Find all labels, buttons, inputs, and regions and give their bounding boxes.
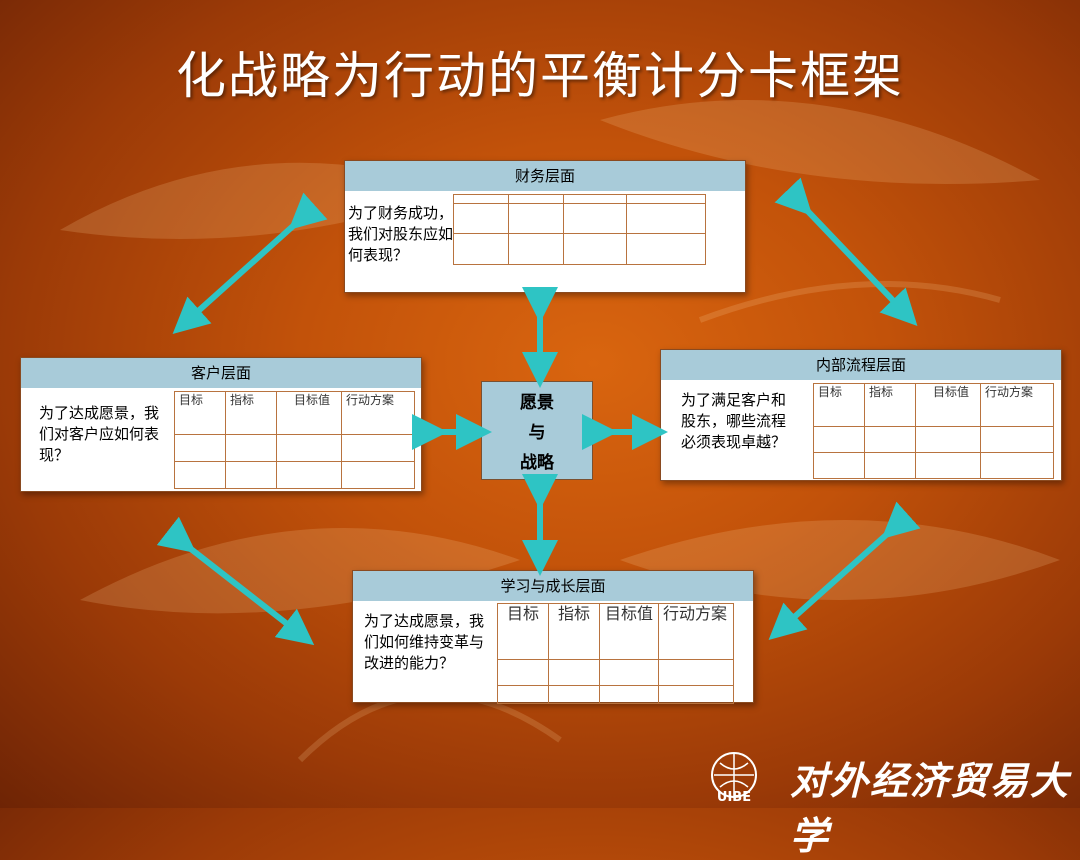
internal-col-objective: 目标 xyxy=(813,383,865,427)
slide-title: 化战略为行动的平衡计分卡框架 xyxy=(176,47,904,105)
center-line-and: 与 xyxy=(528,423,546,443)
internal-col-target: 目标值 xyxy=(915,383,981,427)
university-name: 对外经济贸易大学 xyxy=(790,758,1071,858)
customer-question: 为了达成愿景，我们对客户应如何表现？ xyxy=(39,404,160,464)
finance-panel-title: 财务层面 xyxy=(345,161,745,191)
internal-panel-title: 内部流程层面 xyxy=(661,350,1061,380)
learning-col-objective: 目标 xyxy=(497,603,549,660)
finance-panel: 财务层面 为了财务成功，我们对股东应如何表现？ xyxy=(344,160,746,293)
vision-strategy-box: 愿景 与 战略 xyxy=(481,381,593,480)
learning-panel: 学习与成长层面 为了达成愿景，我们如何维持变革与改进的能力？ 目标 指标 目标值… xyxy=(352,570,754,704)
finance-grid xyxy=(453,194,706,265)
customer-col-action: 行动方案 xyxy=(341,391,415,435)
learning-grid: 目标 指标 目标值 行动方案 xyxy=(497,603,734,704)
customer-panel-title: 客户层面 xyxy=(21,358,421,388)
center-line-strategy: 战略 xyxy=(520,453,554,473)
internal-question: 为了满足客户和股东，哪些流程必须表现卓越？ xyxy=(681,391,787,451)
customer-col-measure: 指标 xyxy=(225,391,277,435)
emblem-text: UIBE xyxy=(717,790,751,805)
learning-question: 为了达成愿景，我们如何维持变革与改进的能力？ xyxy=(364,612,485,672)
internal-grid: 目标 指标 目标值 行动方案 xyxy=(813,383,1054,479)
internal-panel: 内部流程层面 为了满足客户和股东，哪些流程必须表现卓越？ 目标 指标 目标值 行… xyxy=(660,349,1062,481)
customer-col-objective: 目标 xyxy=(174,391,226,435)
internal-col-action: 行动方案 xyxy=(980,383,1054,427)
learning-col-target: 目标值 xyxy=(599,603,659,660)
internal-col-measure: 指标 xyxy=(864,383,916,427)
learning-col-action: 行动方案 xyxy=(658,603,734,660)
customer-panel: 客户层面 为了达成愿景，我们对客户应如何表现？ 目标 指标 目标值 行动方案 xyxy=(20,357,422,492)
customer-col-target: 目标值 xyxy=(276,391,342,435)
center-line-vision: 愿景 xyxy=(520,393,554,413)
learning-panel-title: 学习与成长层面 xyxy=(353,571,753,601)
finance-question: 为了财务成功，我们对股东应如何表现？ xyxy=(348,204,454,264)
customer-grid: 目标 指标 目标值 行动方案 xyxy=(174,391,415,489)
uibe-emblem-icon: UIBE xyxy=(711,752,757,805)
learning-col-measure: 指标 xyxy=(548,603,600,660)
